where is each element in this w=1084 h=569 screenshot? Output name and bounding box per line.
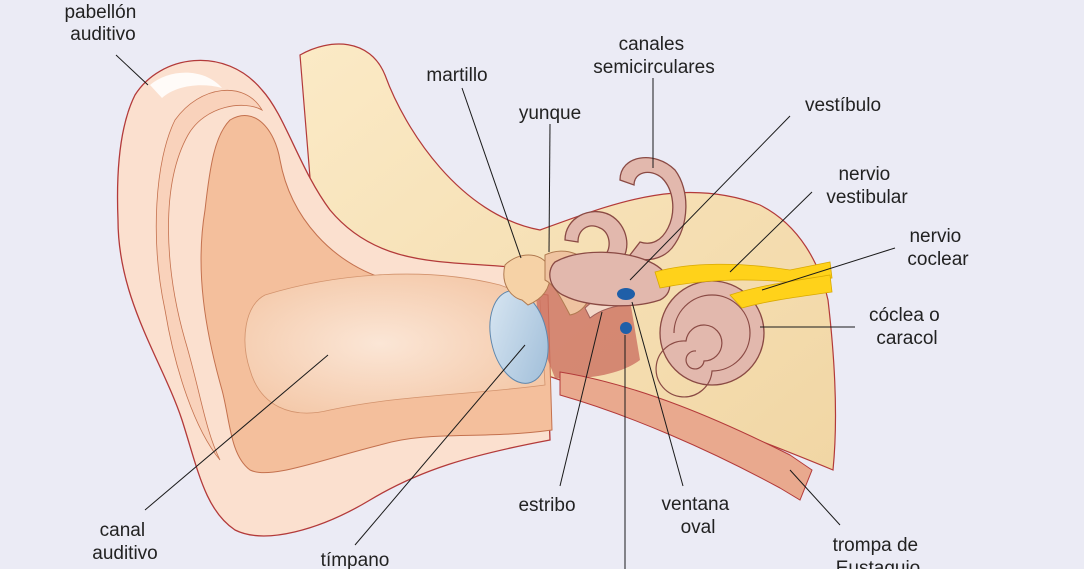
ear-canal [244,273,546,414]
label-canal-auditivo: canal auditivo [92,520,158,564]
label-vestibulo: vestíbulo [805,95,881,116]
label-canales-semicirculares: canales semicirculares [593,34,714,78]
oval-window [617,288,635,300]
label-estribo: estribo [518,495,575,516]
pinna-highlight [150,72,222,98]
eustachian-tube [559,371,813,501]
label-timpano: tímpano [321,550,390,569]
labels: pabellón auditivo martillo yunque canale… [64,2,969,569]
label-nervio-vestibular: nervio vestibular [826,164,908,208]
hammer [503,254,551,306]
round-window [620,322,632,334]
vestibule [549,251,671,307]
leader-lines [115,54,896,569]
cochlea [655,280,765,398]
label-pabellon-auditivo: pabellón auditivo [64,2,141,45]
label-coclea: cóclea o caracol [869,305,945,349]
label-martillo: martillo [426,65,487,86]
label-yunque: yunque [519,103,581,124]
helix-rim [155,89,264,461]
label-ventana-oval: ventana oval [662,494,735,538]
label-trompa-de-eustaquio: trompa de Eustaquio [833,535,924,569]
label-nervio-coclear: nervio coclear [907,226,969,270]
cochlear-nerve [729,274,833,309]
